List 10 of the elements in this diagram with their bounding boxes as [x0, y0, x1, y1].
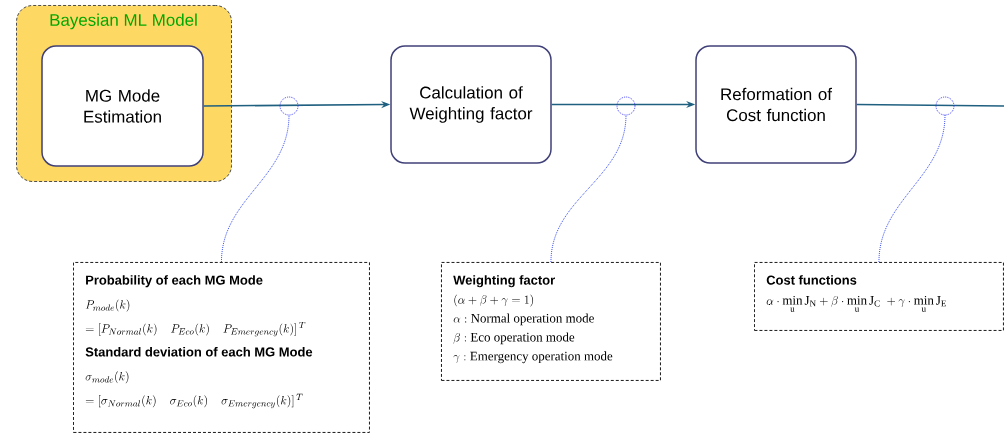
process-box: Calculation of Weighting factor	[390, 45, 552, 164]
leader-line	[220, 114, 290, 263]
process-box: MG Mode Estimation	[41, 45, 204, 167]
process-box: Reformation of Cost function	[695, 45, 857, 164]
info-box: Cost functions $\alpha\cdot\min\limits_{\mathrm{u}}\mathrm{J}_{\mathrm{N}}+\beta\cdot\min\limits_{\mathrm{u}}\mathrm{J}_{\mathrm{C}}\;+\gamma\cdot\min\limits_{\mathrm{u}}\mathrm{J}_{\mathrm{E}}$	[754, 262, 1004, 331]
leader-line	[878, 114, 946, 263]
info-box: Probability of each MG Mode $P_{mode}(k)$ $= [P_{Normal}(k) \quad P_{Eco}(k) \quad P_{Emergency}(k)]^{\,T}$ Standard deviation of each MG Mode $\sigma_{mode}(k)$ $= [\sigma_{Normal}(k) \quad \sigma_{Eco}(k) \quad \sigma_{Emergency}(k)]^{\,T}$	[73, 262, 370, 433]
info-box: Weighting factor $(\alpha+\beta+\gamma=1)$ $\alpha : \textrm{Normal operation mode}$ $\beta : \textrm{Eco operation mode}$ $\gamma : \textrm{Emergency operation mode}$	[441, 262, 661, 381]
leader-line	[550, 114, 627, 263]
line	[855, 103, 1004, 107]
